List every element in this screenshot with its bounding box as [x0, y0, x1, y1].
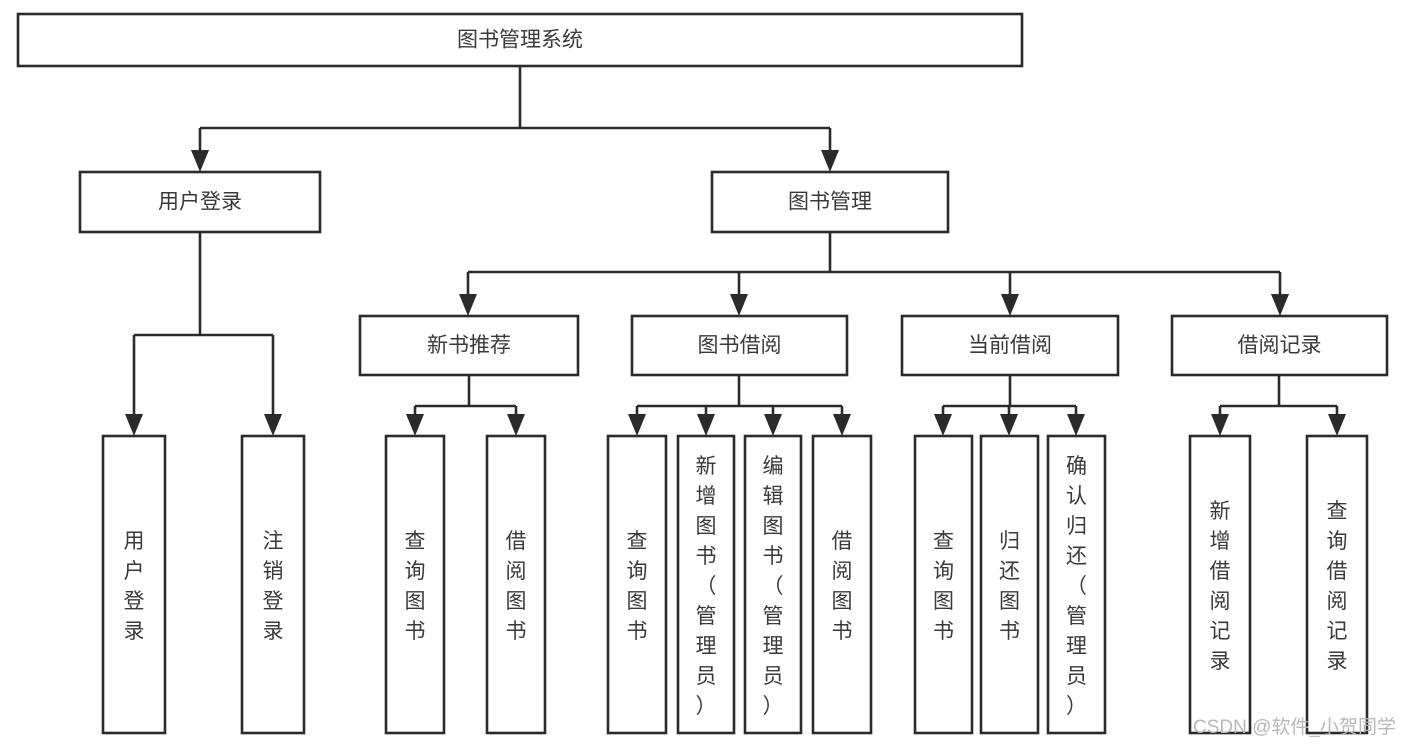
node-leaf-query-borrow-record[interactable]: 查询借阅记录 [1305, 434, 1369, 735]
node-label-leaf-user-login: 用户登录 [124, 530, 145, 643]
node-label-leaf-borrow-book-rec: 借阅图书 [506, 530, 527, 643]
node-box-leaf-borrow-book[interactable] [811, 434, 873, 735]
node-label-leaf-query-book-rec: 查询图书 [405, 530, 426, 643]
node-label-book-borrow: 图书借阅 [698, 334, 782, 357]
node-box-user-login[interactable] [78, 170, 322, 234]
edges-layer [125, 66, 1346, 436]
node-label-current-borrow: 当前借阅 [968, 334, 1052, 357]
node-label-book-manage: 图书管理 [788, 191, 872, 214]
node-box-leaf-borrow-book-rec[interactable] [485, 434, 547, 735]
nodes-layer: 图书管理系统用户登录图书管理新书推荐图书借阅当前借阅借阅记录用户登录注销登录查询… [16, 12, 1389, 735]
edge-currentborrow-to-leaves [934, 375, 1085, 436]
node-leaf-query-book-borrow[interactable]: 查询图书 [606, 434, 668, 735]
edge-newbook-to-leaves [406, 375, 525, 436]
csdn-watermark: CSDN @软件_小贺同学 [1193, 716, 1396, 738]
edge-bookmanage-to-l2 [459, 232, 1289, 316]
node-leaf-return-book[interactable]: 归还图书 [979, 434, 1040, 735]
node-label-new-book-recommend: 新书推荐 [427, 334, 511, 357]
node-box-borrow-record[interactable] [1170, 314, 1389, 377]
edge-borrowrecord-to-leaves [1211, 375, 1346, 436]
node-box-leaf-edit-book-admin[interactable] [743, 434, 803, 735]
node-box-leaf-user-login[interactable] [101, 434, 167, 735]
node-label-leaf-edit-book-admin: 编辑图书（管理员） [763, 455, 784, 718]
node-box-leaf-query-book-cur[interactable] [913, 434, 974, 735]
edge-root-to-l1 [191, 66, 839, 172]
node-leaf-edit-book-admin[interactable]: 编辑图书（管理员） [743, 434, 803, 735]
node-box-leaf-query-book-rec[interactable] [384, 434, 446, 735]
node-box-leaf-return-book[interactable] [979, 434, 1040, 735]
node-label-leaf-add-book-admin: 新增图书（管理员） [696, 455, 717, 718]
node-leaf-borrow-book[interactable]: 借阅图书 [811, 434, 873, 735]
node-label-leaf-query-book-borrow: 查询图书 [627, 530, 648, 643]
node-label-leaf-add-borrow-record: 新增借阅记录 [1210, 500, 1231, 673]
node-box-leaf-confirm-return-admin[interactable] [1046, 434, 1107, 735]
node-box-leaf-add-borrow-record[interactable] [1188, 434, 1252, 735]
node-current-borrow[interactable]: 当前借阅 [900, 314, 1120, 377]
node-book-manage[interactable]: 图书管理 [710, 170, 950, 234]
node-box-book-manage[interactable] [710, 170, 950, 234]
node-label-leaf-query-borrow-record: 查询借阅记录 [1327, 500, 1348, 673]
node-label-borrow-record: 借阅记录 [1238, 334, 1322, 357]
edge-userlogin-to-leaves [125, 232, 282, 436]
node-box-leaf-user-logout[interactable] [240, 434, 306, 735]
edge-bookborrow-to-leaves [628, 375, 851, 436]
node-label-leaf-borrow-book: 借阅图书 [832, 530, 853, 643]
node-label-leaf-user-logout: 注销登录 [263, 530, 284, 643]
node-leaf-add-book-admin[interactable]: 新增图书（管理员） [676, 434, 736, 735]
node-box-current-borrow[interactable] [900, 314, 1120, 377]
node-label-user-login: 用户登录 [158, 191, 242, 214]
node-box-book-borrow[interactable] [630, 314, 849, 377]
node-box-root[interactable] [16, 12, 1024, 68]
node-label-leaf-confirm-return-admin: 确认归还（管理员） [1066, 455, 1087, 718]
node-book-borrow[interactable]: 图书借阅 [630, 314, 849, 377]
node-box-leaf-add-book-admin[interactable] [676, 434, 736, 735]
node-box-leaf-query-book-borrow[interactable] [606, 434, 668, 735]
node-leaf-user-logout[interactable]: 注销登录 [240, 434, 306, 735]
node-user-login[interactable]: 用户登录 [78, 170, 322, 234]
node-leaf-user-login[interactable]: 用户登录 [101, 434, 167, 735]
node-label-leaf-return-book: 归还图书 [999, 530, 1020, 643]
node-new-book-recommend[interactable]: 新书推荐 [358, 314, 580, 377]
node-borrow-record[interactable]: 借阅记录 [1170, 314, 1389, 377]
node-leaf-query-book-cur[interactable]: 查询图书 [913, 434, 974, 735]
node-root[interactable]: 图书管理系统 [16, 12, 1024, 68]
node-label-leaf-query-book-cur: 查询图书 [933, 530, 954, 643]
node-box-new-book-recommend[interactable] [358, 314, 580, 377]
node-leaf-query-book-rec[interactable]: 查询图书 [384, 434, 446, 735]
node-box-leaf-query-borrow-record[interactable] [1305, 434, 1369, 735]
node-leaf-confirm-return-admin[interactable]: 确认归还（管理员） [1046, 434, 1107, 735]
node-leaf-borrow-book-rec[interactable]: 借阅图书 [485, 434, 547, 735]
node-leaf-add-borrow-record[interactable]: 新增借阅记录 [1188, 434, 1252, 735]
node-label-root: 图书管理系统 [457, 29, 583, 52]
